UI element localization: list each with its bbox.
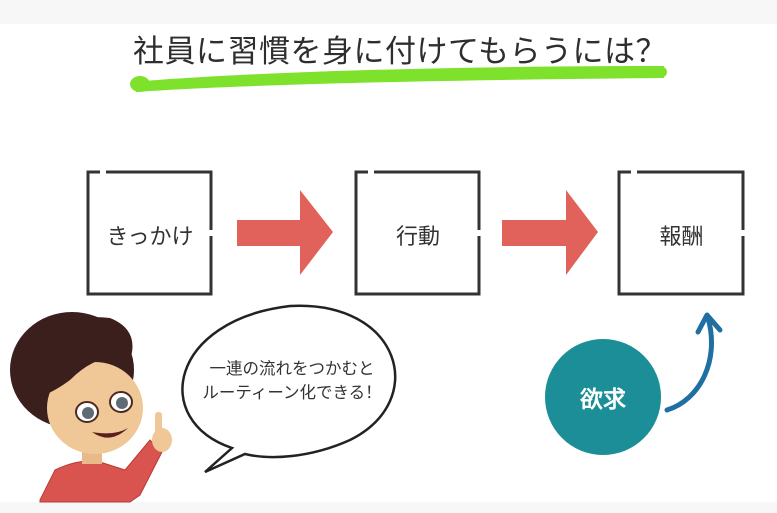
box-trigger bbox=[86, 170, 213, 296]
step-label-action: 行動 bbox=[395, 225, 440, 250]
speech-line-1: 一連の流れをつかむと bbox=[209, 359, 375, 378]
box-reward bbox=[617, 170, 745, 296]
arrow-right-icon bbox=[237, 190, 333, 275]
title-highlight bbox=[132, 66, 664, 92]
speech-bubble bbox=[181, 304, 397, 474]
speech-line-2: ルーティーン化できる！ bbox=[202, 383, 382, 402]
character-illustration bbox=[10, 312, 172, 503]
step-label-trigger: きっかけ bbox=[106, 225, 194, 250]
speech-bubble-text: 一連の流れをつかむと ルーティーン化できる！ bbox=[186, 357, 398, 405]
step-label-reward: 報酬 bbox=[659, 225, 704, 250]
need-circle bbox=[545, 339, 661, 455]
arrow-right-icon bbox=[502, 190, 598, 275]
box-action bbox=[354, 170, 481, 296]
curved-arrow-icon bbox=[664, 315, 714, 413]
top-bar bbox=[0, 0, 777, 24]
need-label: 欲求 bbox=[580, 387, 626, 413]
page-title: 社員に習慣を身に付けてもらうには？ bbox=[133, 34, 667, 70]
bottom-bar bbox=[0, 502, 777, 513]
